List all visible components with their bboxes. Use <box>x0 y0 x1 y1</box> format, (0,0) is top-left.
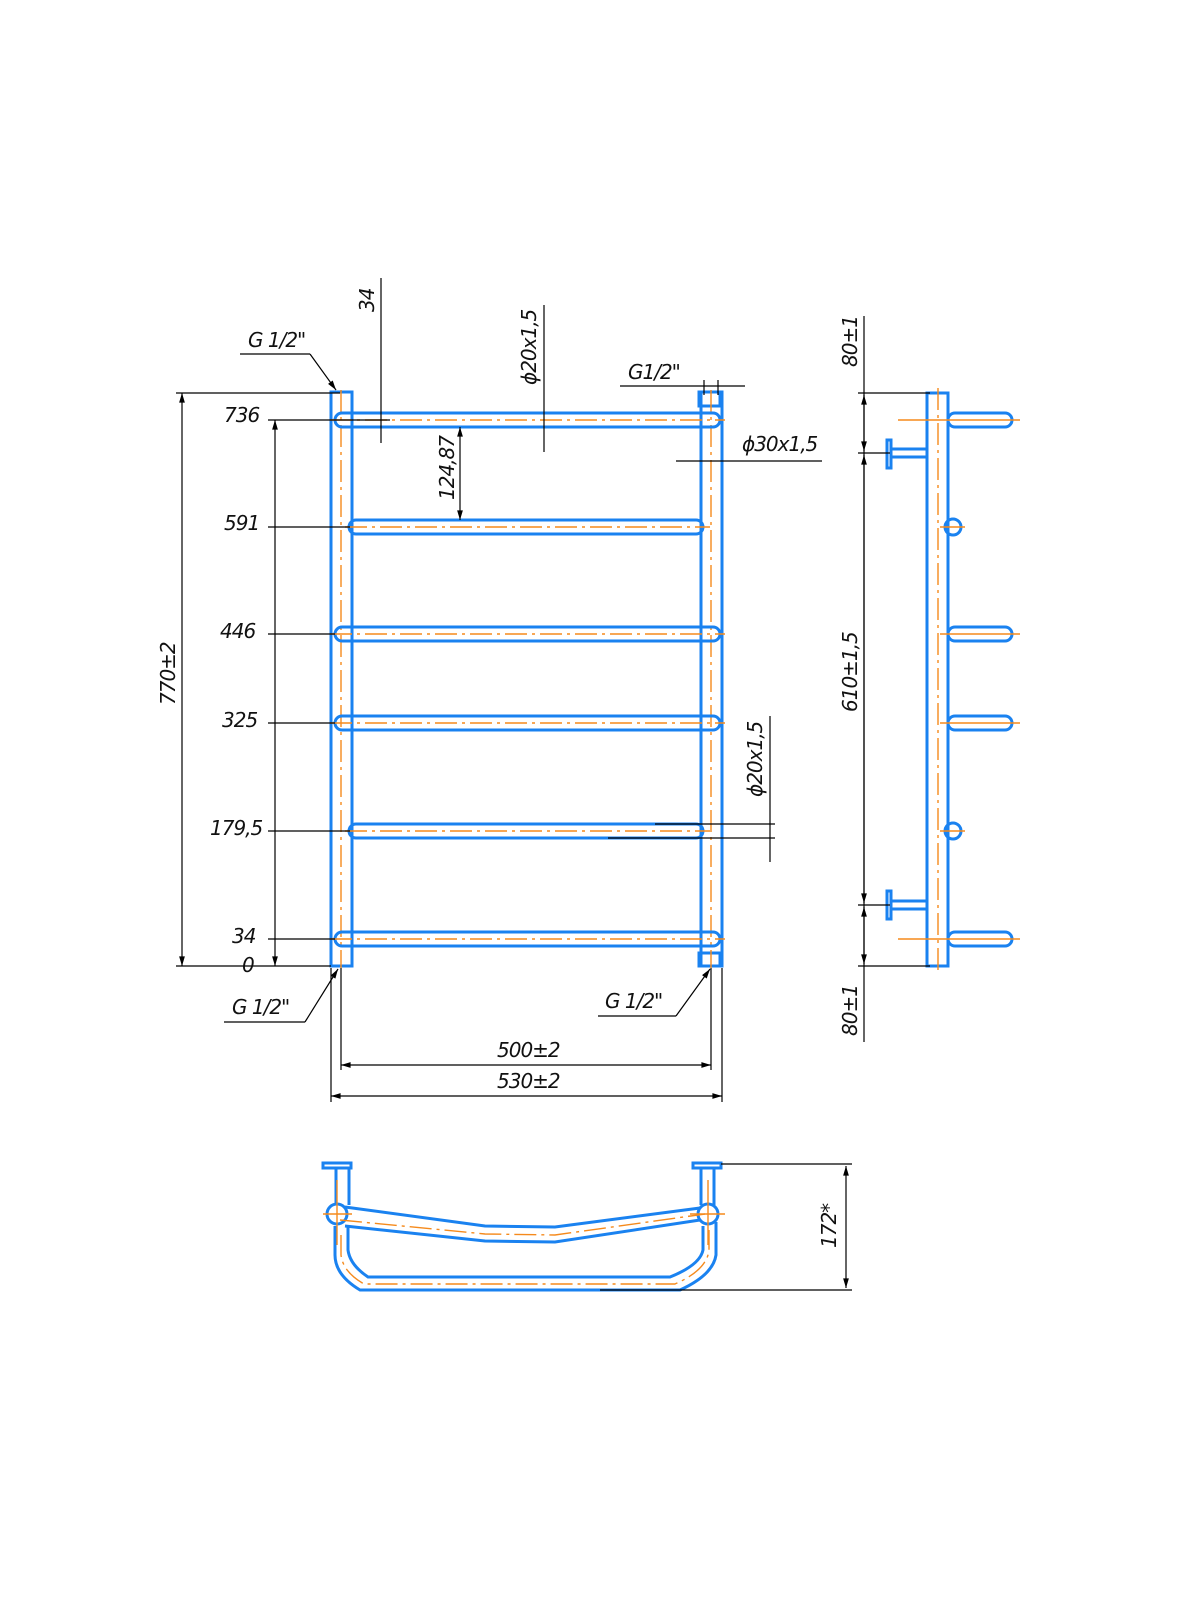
width-centers-dim: 500±2 <box>497 1038 560 1062</box>
rail-pitch-dim: 124,87 <box>435 435 459 500</box>
thread-top-left: G 1/2" <box>248 328 305 352</box>
top-offset-dim: 34 <box>355 288 379 312</box>
thread-top-right: G1/2" <box>628 360 680 384</box>
level-736: 736 <box>224 403 259 427</box>
rail-pipe-dim: ϕ20x1,5 <box>517 309 541 385</box>
top-right-fitting <box>697 390 722 408</box>
front-view: 736 591 446 325 179,5 34 0 770±2 124,87 … <box>156 278 822 1102</box>
flange-right <box>691 1161 723 1170</box>
wall-bracket <box>889 899 929 911</box>
flange-left <box>321 1161 353 1170</box>
depth-dim: 172* <box>817 1203 841 1248</box>
top-view: 172* <box>321 1161 852 1292</box>
rail-pipe-side-dim: ϕ20x1,5 <box>743 721 767 797</box>
side-top-offset-dim: 80±1 <box>838 316 862 367</box>
mount-spacing-dim: 610±1,5 <box>838 632 862 712</box>
rails <box>330 411 725 948</box>
level-179-5: 179,5 <box>210 816 263 840</box>
level-34: 34 <box>232 924 256 948</box>
bottom-right-fitting <box>697 951 722 968</box>
thread-bottom-right: G 1/2" <box>605 989 662 1013</box>
width-overall-dim: 530±2 <box>497 1069 560 1093</box>
side-bottom-offset-dim: 80±1 <box>838 985 862 1036</box>
level-591: 591 <box>224 511 259 535</box>
height-overall-dim: 770±2 <box>156 642 180 705</box>
wall-bracket <box>889 447 929 459</box>
side-view: 80±1 610±1,5 80±1 <box>838 316 1020 1042</box>
thread-bottom-left: G 1/2" <box>232 995 289 1019</box>
level-325: 325 <box>222 708 257 732</box>
upright-pipe-dim: ϕ30x1,5 <box>742 432 818 456</box>
level-446: 446 <box>220 619 255 643</box>
level-0: 0 <box>242 953 254 977</box>
